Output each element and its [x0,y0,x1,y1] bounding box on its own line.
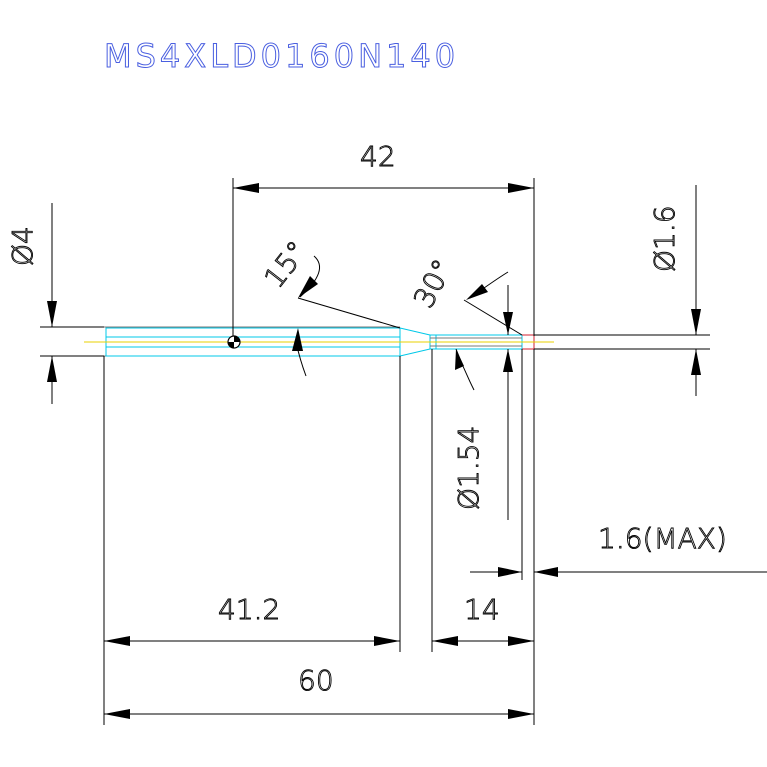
dimension-flute-length: 14 [431,349,534,652]
dimension-shank-diameter: Ø4 [6,203,104,404]
part-number-title: MS4XLD0160N140 [104,37,459,75]
flute-length-label: 14 [464,593,500,626]
dimension-neck-angle: 15° [257,234,401,377]
dimension-max-offset: 1.6(MAX) [470,349,767,725]
shank-diameter-label: Ø4 [6,226,39,266]
dimension-cutting-diameter: Ø1.6 [534,185,710,396]
dimension-overall-length: 60 [104,664,534,719]
tip-angle-label: 30° [407,254,459,313]
tool-outline [84,326,554,357]
dimension-neck-length: 41.2 [103,356,401,725]
dimension-42: 42 [232,140,535,336]
overall-length-label: 60 [298,664,334,697]
neck-diameter-label: Ø1.54 [452,426,485,510]
dim-42-label: 42 [360,140,396,173]
dimension-neck-diameter: Ø1.54 [452,349,523,580]
max-offset-label: 1.6(MAX) [598,522,727,555]
cutting-diameter-label: Ø1.6 [648,205,681,272]
neck-length-label: 41.2 [218,593,280,626]
